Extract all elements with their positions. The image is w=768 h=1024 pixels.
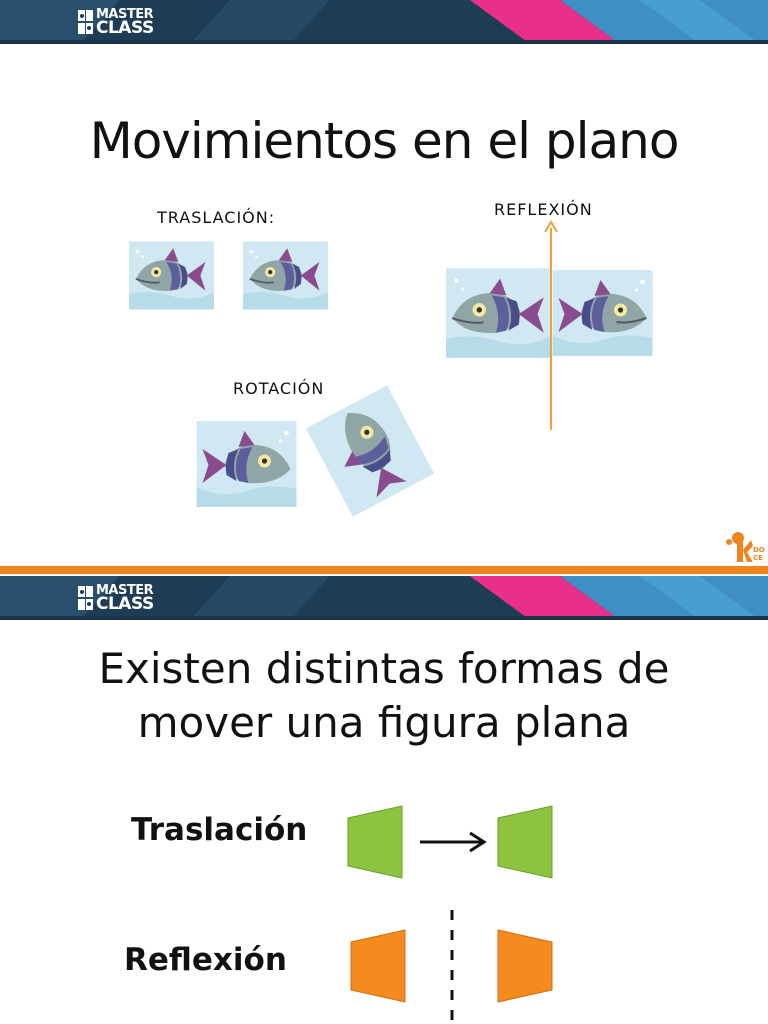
title-line-1: Existen distintas formas de: [98, 644, 670, 693]
title-line-2: mover una figura plana: [137, 698, 631, 747]
logo-text-class: CLASS: [96, 594, 154, 614]
logo-text-class: CLASS: [96, 18, 154, 38]
logo-icon: [78, 10, 93, 34]
green-trapezoid-1: [347, 805, 403, 879]
kidoce-logo-icon: DO CE: [737, 538, 765, 562]
slide-title: Existen distintas formas de mover una fi…: [0, 642, 768, 750]
slide-title: Movimientos en el plano: [89, 112, 680, 170]
orange-trapezoid-right: [497, 929, 553, 1003]
svg-text:DO: DO: [753, 546, 765, 554]
right-arrow-icon: [420, 831, 487, 853]
logo-icon: [78, 586, 93, 610]
fish-card-translation-2: [243, 241, 328, 310]
label-translation: TRASLACIÓN:: [157, 208, 276, 227]
footer-band: [0, 527, 768, 576]
fish-card-translation-1: [129, 241, 214, 310]
logo-text-master: MASTER: [96, 7, 154, 22]
fish-card-reflection-left: [446, 268, 550, 358]
fish-card-rotation-2: [306, 385, 434, 517]
fish-card-rotation-1: [196, 421, 297, 507]
fish-card-reflection-right: [552, 270, 653, 356]
reflection-axis-arrow: [544, 220, 558, 430]
mirror-axis-dashed-line: [450, 910, 454, 1022]
logo-text-master: MASTER: [96, 583, 154, 598]
label-reflexion: Reflexión: [124, 942, 287, 978]
orange-trapezoid-left: [350, 929, 406, 1003]
green-trapezoid-2: [497, 805, 553, 879]
label-traslacion: Traslación: [131, 812, 308, 848]
svg-text:CE: CE: [753, 554, 763, 562]
masterclass-logo: MASTER CLASS: [78, 8, 162, 38]
masterclass-logo: MASTER CLASS: [78, 584, 162, 614]
slide-forms: MASTER CLASS Existen distintas formas de…: [0, 576, 768, 1024]
header-bar: [0, 576, 768, 620]
label-rotation: ROTACIÓN: [233, 379, 325, 398]
slide-movements: MASTER CLASS Movimientos en el plano TRA…: [0, 0, 768, 576]
label-reflection: REFLEXIÓN: [494, 200, 593, 219]
